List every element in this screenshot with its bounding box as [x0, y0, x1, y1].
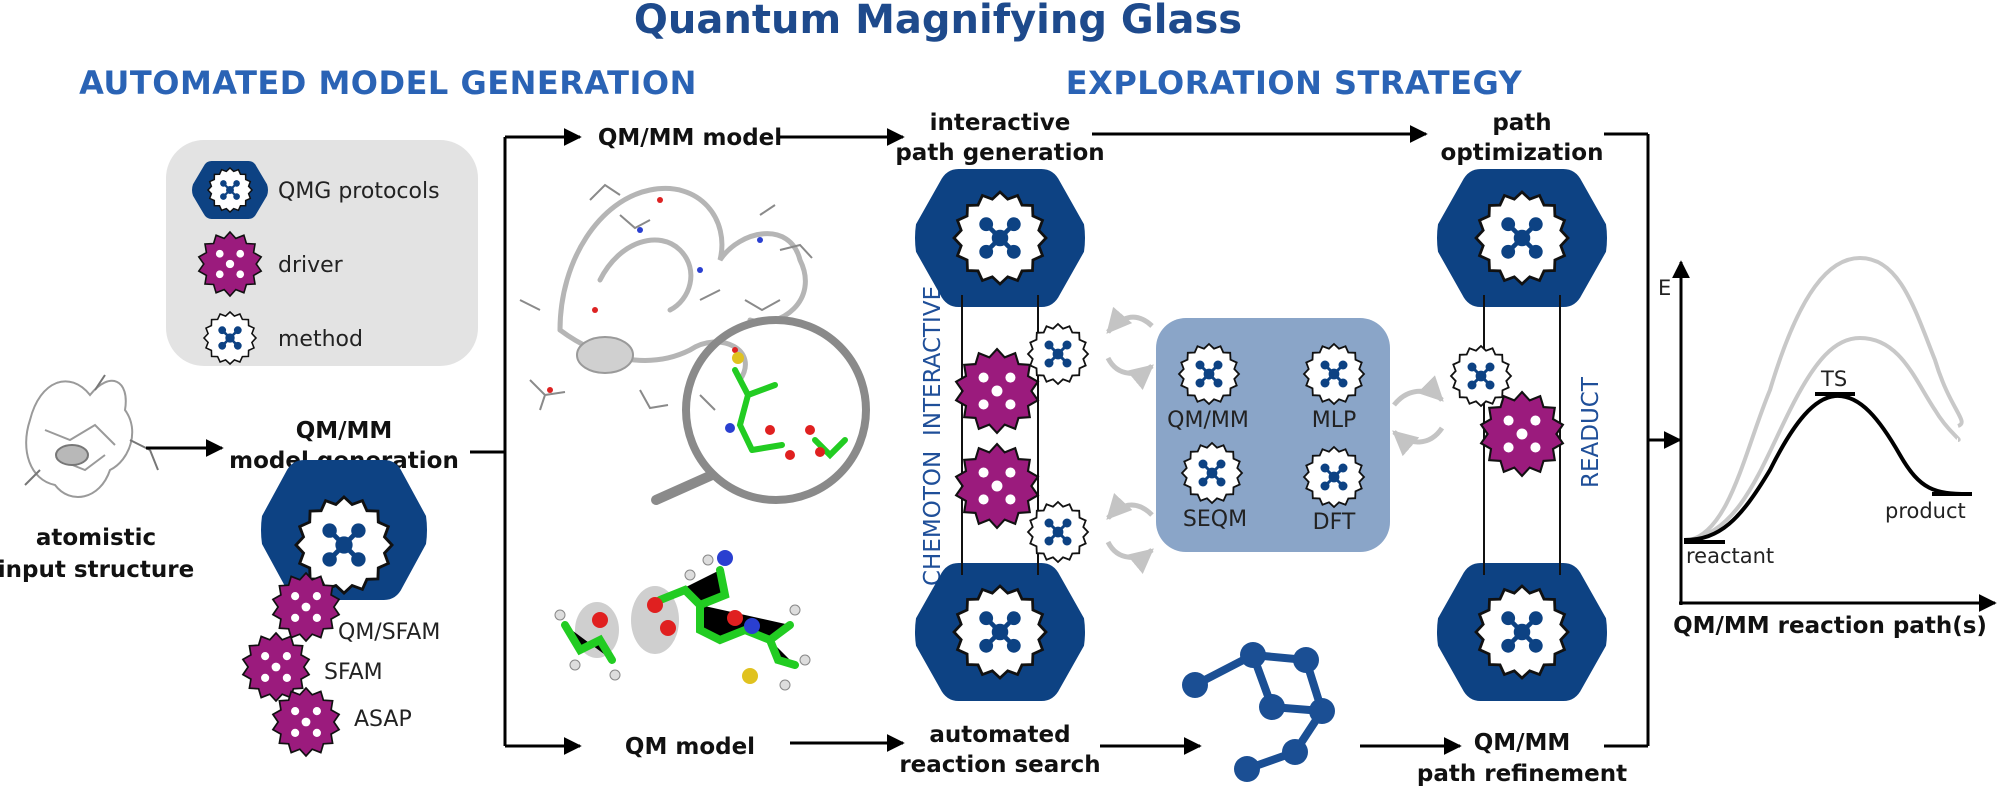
section-model-generation: AUTOMATED MODEL GENERATION	[79, 64, 697, 102]
readuct-method-icon-1	[1474, 190, 1570, 286]
automated-line2: reaction search	[899, 752, 1100, 778]
reaction-network-graph	[1182, 642, 1335, 782]
driver-asap-label: ASAP	[354, 707, 412, 732]
energy-plot: E TS reactant product QM/MM reaction pat…	[1658, 255, 1997, 639]
legend-method-icon	[202, 310, 258, 366]
reaction-path-label: QM/MM reaction path(s)	[1673, 613, 1987, 639]
input-structure-image	[24, 374, 159, 498]
driver-asap-icon	[271, 686, 341, 758]
method-mlp-label: MLP	[1312, 408, 1357, 433]
readuct-method-icon-2	[1474, 584, 1570, 680]
method-dft-label: DFT	[1313, 510, 1356, 535]
product-label: product	[1885, 499, 1966, 523]
chemoton-label: CHEMOTON	[920, 451, 946, 586]
interactive-side-label: INTERACTIVE	[920, 286, 946, 436]
input-structure-line1: atomistic	[36, 525, 156, 551]
chemoton-small-method-icon	[1026, 500, 1090, 564]
optimization-line2: optimization	[1441, 140, 1604, 166]
qm-model-image	[554, 550, 811, 691]
optimization-line1: path	[1492, 110, 1551, 136]
readuct-small-method-icon	[1449, 344, 1513, 408]
model-generation-icons	[241, 460, 427, 758]
energy-axis-label: E	[1658, 276, 1671, 300]
method-qmmm-label: QM/MM	[1167, 408, 1249, 433]
driver-sfam-icon	[241, 631, 311, 703]
readuct-label: READUCT	[1578, 376, 1604, 488]
legend-driver-icon	[197, 230, 263, 298]
method-dft-icon	[1302, 445, 1366, 509]
exploration-icons	[915, 169, 1607, 701]
energy-curve-upper	[1689, 255, 1964, 542]
refinement-line2: path refinement	[1417, 761, 1627, 787]
energy-curve-main	[1683, 393, 1969, 542]
figure-title: Quantum Magnifying Glass	[634, 0, 1242, 43]
section-exploration-strategy: EXPLORATION STRATEGY	[1066, 64, 1523, 102]
reactant-label: reactant	[1686, 544, 1774, 568]
interactive-method-icon-1	[952, 190, 1048, 286]
split-connector	[470, 137, 507, 746]
refinement-line1: QM/MM	[1474, 730, 1571, 756]
input-structure-line2: input structure	[0, 557, 194, 583]
qm-model-label: QM model	[625, 734, 755, 760]
output-connector	[1604, 132, 1650, 748]
energy-curve-middle	[1689, 335, 1961, 542]
driver-qm-sfam-label: QM/SFAM	[338, 620, 440, 645]
chemoton-driver-icon	[954, 442, 1040, 530]
interactive-small-method-icon	[1026, 322, 1090, 386]
interactive-line1: interactive	[930, 110, 1071, 136]
model-generation-method-icon	[294, 495, 394, 595]
model-generation-line1: QM/MM	[296, 418, 393, 444]
automated-line1: automated	[929, 722, 1070, 748]
legend-driver-label: driver	[278, 253, 344, 278]
qmmm-model-label: QM/MM model	[598, 125, 782, 151]
legend-method-label: method	[278, 327, 363, 352]
interactive-method-icon-2	[952, 584, 1048, 680]
readuct-driver-icon	[1479, 390, 1565, 478]
method-seqm-label: SEQM	[1183, 507, 1247, 532]
interactive-driver-icon	[954, 347, 1040, 435]
interactive-line2: path generation	[895, 140, 1104, 166]
legend-protocols-label: QMG protocols	[278, 179, 440, 204]
method-mlp-icon	[1302, 342, 1366, 406]
legend-protocol-gear-icon	[206, 166, 254, 214]
legend-icons	[192, 161, 268, 366]
driver-sfam-label: SFAM	[324, 660, 383, 685]
driver-qm-sfam-icon	[271, 571, 341, 643]
method-seqm-icon	[1180, 441, 1244, 505]
exchange-arrows	[1105, 306, 1445, 574]
method-qmmm-icon	[1177, 342, 1241, 406]
qmmm-protein-image	[519, 183, 870, 505]
ts-label: TS	[1820, 367, 1847, 391]
